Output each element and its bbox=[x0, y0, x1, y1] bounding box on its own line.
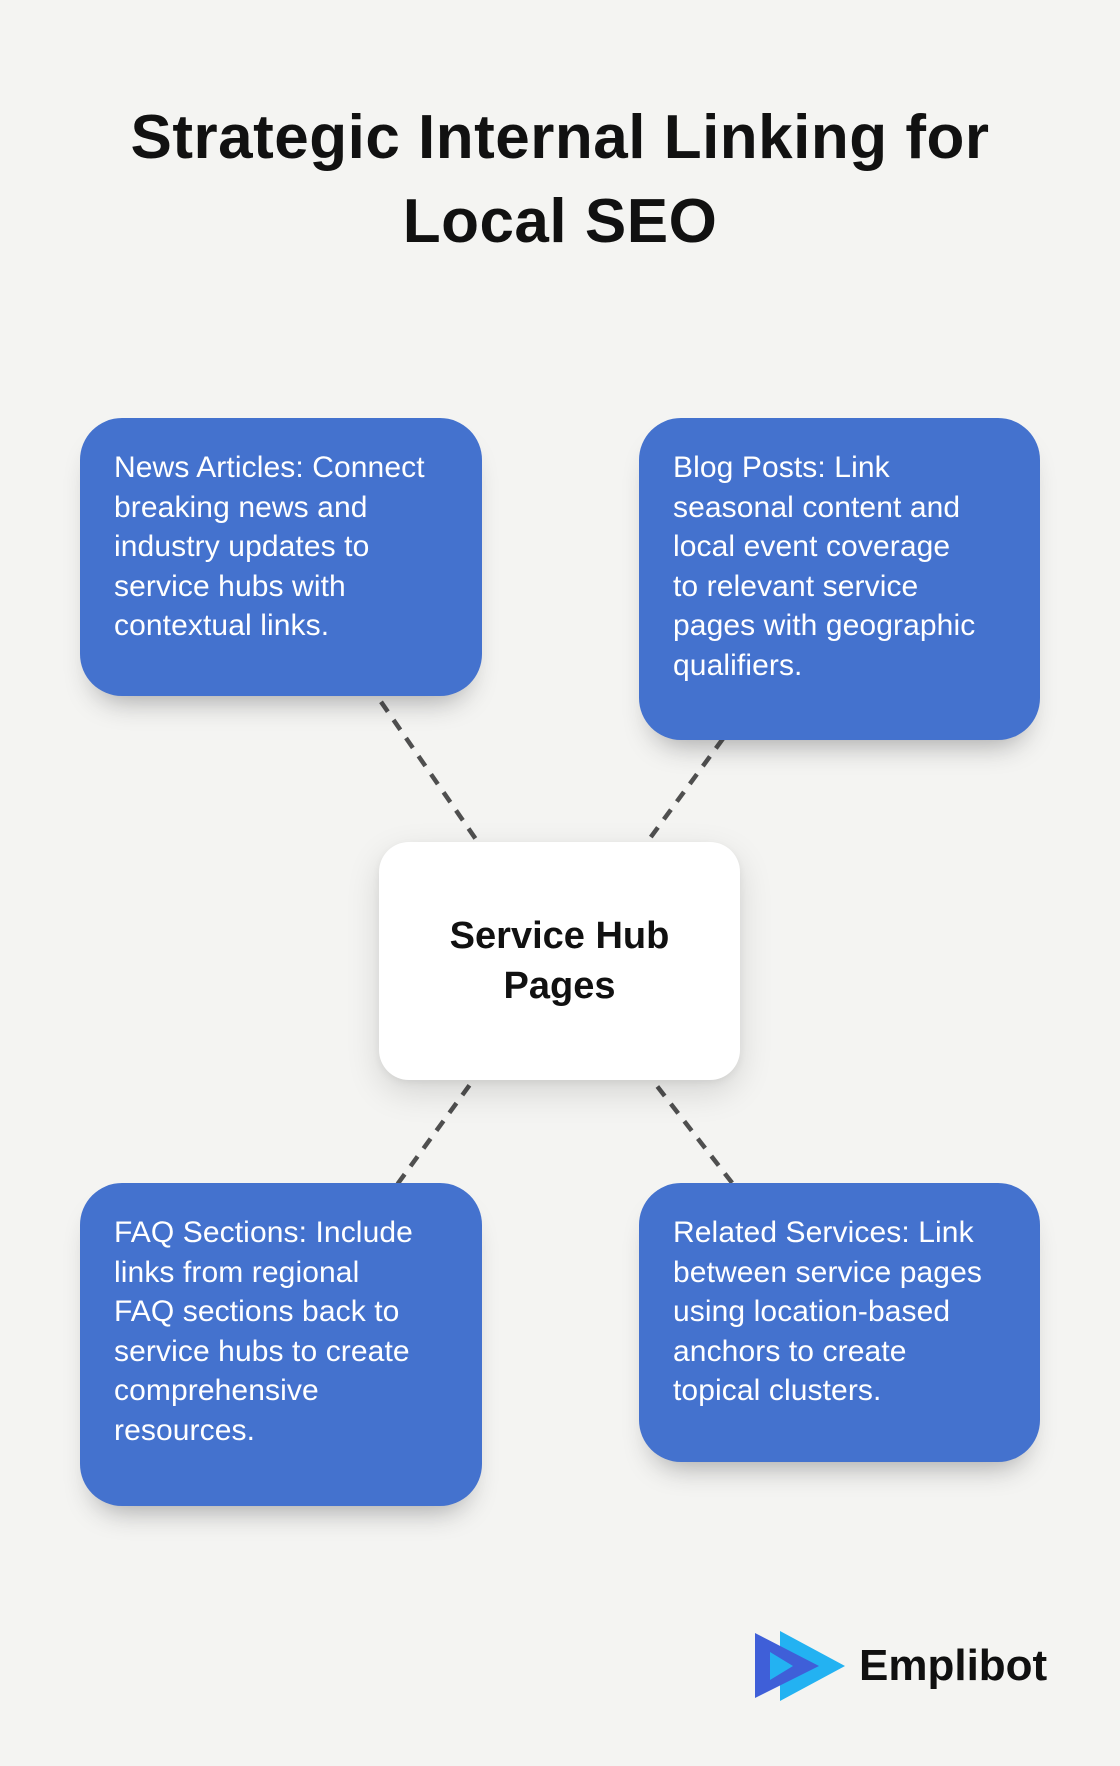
brand-footer: Emplibot bbox=[753, 1630, 1047, 1702]
logo-triangle-inner bbox=[770, 1652, 793, 1680]
node-blog-posts-text: Blog Posts: Link seasonal content and lo… bbox=[673, 451, 976, 682]
center-node-label: Service Hub Pages bbox=[449, 915, 670, 1007]
page-title: Strategic Internal Linking for Local SEO bbox=[130, 103, 990, 256]
node-news-articles: News Articles: Connect breaking news and… bbox=[80, 418, 482, 696]
node-news-articles-text: News Articles: Connect breaking news and… bbox=[114, 451, 425, 642]
node-faq-sections: FAQ Sections: Include links from regiona… bbox=[80, 1183, 482, 1506]
node-blog-posts: Blog Posts: Link seasonal content and lo… bbox=[639, 418, 1040, 740]
node-related-services: Related Services: Link between service p… bbox=[639, 1183, 1040, 1462]
node-related-services-text: Related Services: Link between service p… bbox=[673, 1216, 982, 1407]
emplibot-logo-icon bbox=[755, 1631, 845, 1701]
node-service-hub-pages: Service Hub Pages bbox=[379, 842, 740, 1080]
node-faq-sections-text: FAQ Sections: Include links from regiona… bbox=[114, 1216, 413, 1447]
brand-name: Emplibot bbox=[859, 1641, 1048, 1690]
